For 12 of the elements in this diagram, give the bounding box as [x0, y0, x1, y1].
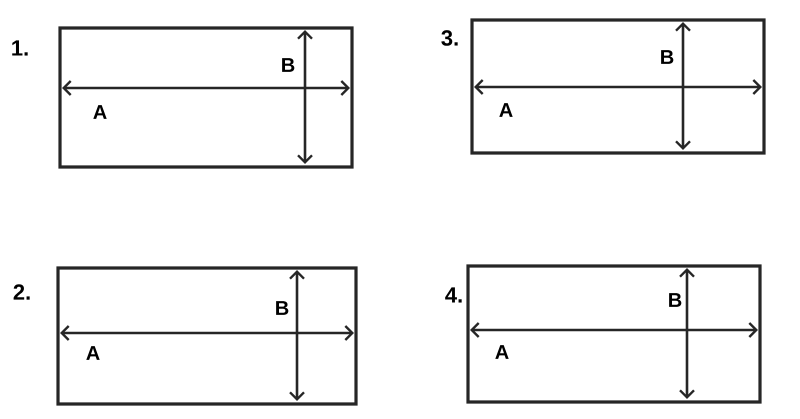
figure-number: 4. [445, 287, 462, 303]
figure-number: 3. [441, 30, 458, 46]
dimension-label: B [282, 58, 294, 72]
figure-number: 2. [14, 284, 30, 300]
dimension-label: A [495, 345, 509, 359]
figure-number: 1. [12, 40, 28, 56]
dimension-label: A [86, 346, 100, 360]
dimension-label: B [669, 293, 682, 307]
dimension-label: A [499, 103, 513, 117]
dimension-label: A [93, 105, 107, 119]
dimension-label: B [276, 301, 288, 315]
dimension-label: B [661, 50, 674, 64]
